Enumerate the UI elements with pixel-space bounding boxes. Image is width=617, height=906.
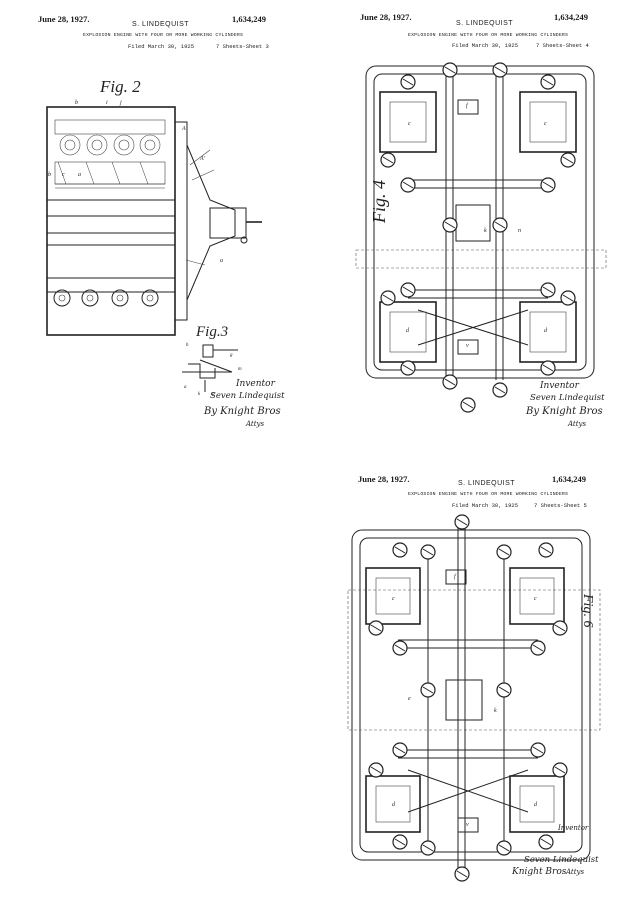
sheet3-attys: Attys	[245, 420, 265, 428]
sheet3-inventor: S. LINDEQUIST	[132, 21, 190, 28]
svg-text:v: v	[466, 822, 469, 828]
patent-sheet-4: June 28, 1927. S. LINDEQUIST 1,634,249 E…	[308, 0, 617, 450]
patent-sheet-3: June 28, 1927. S. LINDEQUIST 1,634,249 E…	[0, 0, 308, 450]
svg-text:d: d	[392, 802, 396, 808]
sheet4-signature: Seven Lindequist	[530, 393, 605, 403]
fig6-label: Fig. 6	[580, 593, 595, 627]
patent-sheet-5: June 28, 1927. S. LINDEQUIST 1,634,249 E…	[308, 450, 617, 906]
sheet5-patent-number: 1,634,249	[552, 474, 586, 484]
svg-text:e: e	[408, 696, 411, 702]
svg-text:g: g	[230, 353, 233, 358]
svg-text:a: a	[220, 258, 223, 264]
svg-text:v: v	[466, 343, 469, 349]
sheet5-signature: Seven Lindequist	[524, 855, 599, 865]
svg-text:c: c	[392, 596, 395, 602]
svg-text:a: a	[184, 385, 187, 390]
svg-text:b: b	[48, 172, 51, 178]
sheet3-signature: Seven Lindequist	[210, 391, 285, 401]
sheet5-sheet-count: 7 Sheets-Sheet 5	[534, 502, 587, 509]
svg-text:m: m	[238, 367, 242, 372]
sheet4-inventor: S. LINDEQUIST	[456, 20, 514, 27]
svg-text:d: d	[406, 328, 410, 334]
svg-text:A': A'	[199, 156, 206, 162]
svg-text:c: c	[62, 172, 65, 178]
svg-text:c: c	[544, 121, 547, 127]
sheet3-patent-number: 1,634,249	[232, 14, 266, 24]
svg-text:p: p	[211, 392, 215, 397]
sheet4-patent-number: 1,634,249	[554, 12, 588, 22]
sheet4-title: EXPLOSION ENGINE WITH FOUR OR MORE WORKI…	[408, 33, 569, 38]
sheet5-date: June 28, 1927.	[358, 474, 410, 484]
sheet4-attorney: By Knight Bros	[525, 406, 603, 417]
sheet3-filed: Filed March 30, 1925	[128, 43, 195, 50]
fig2-label: Fig. 2	[99, 77, 141, 96]
svg-text:k: k	[198, 392, 201, 397]
svg-text:a: a	[78, 172, 81, 178]
sheet3-inventor-heading: Inventor	[235, 379, 276, 389]
sheet5-attys: Attys	[565, 868, 585, 876]
sheet5-attorney: Knight Bros	[511, 867, 567, 877]
svg-text:k: k	[484, 228, 487, 234]
svg-text:j: j	[119, 100, 122, 106]
svg-text:n: n	[518, 228, 521, 234]
sheet4-sheet-count: 7 Sheets-Sheet 4	[536, 42, 589, 49]
sheet5-filed: Filed March 30, 1925	[452, 502, 519, 509]
fig3-label: Fig.3	[195, 324, 228, 340]
sheet4-date: June 28, 1927.	[360, 12, 412, 22]
svg-text:A: A	[181, 126, 186, 132]
svg-text:f: f	[454, 573, 457, 580]
sheet5-inventor: S. LINDEQUIST	[458, 480, 516, 487]
svg-text:k: k	[494, 708, 497, 714]
fig2-drawing: Fig. 2	[46, 77, 285, 428]
sheet3-date: June 28, 1927.	[38, 14, 90, 24]
svg-text:d: d	[544, 328, 548, 334]
svg-text:f: f	[466, 102, 469, 109]
sheet4-attys: Attys	[567, 420, 587, 428]
sheet4-filed: Filed March 30, 1925	[452, 42, 519, 49]
fig4-drawing: Fig. 4 c c d d f	[355, 62, 607, 428]
sheet3-attorney: By Knight Bros	[203, 406, 281, 417]
svg-text:c: c	[534, 596, 537, 602]
fig4-label: Fig. 4	[369, 180, 389, 224]
svg-text:b: b	[75, 100, 78, 106]
svg-text:i: i	[106, 100, 108, 106]
svg-text:h: h	[186, 343, 189, 348]
sheet3-title: EXPLOSION ENGINE WITH FOUR OR MORE WORKI…	[83, 33, 244, 38]
sheet4-inventor-heading: Inventor	[539, 381, 580, 391]
svg-text:c: c	[408, 121, 411, 127]
sheet3-sheet-count: 7 Sheets-Sheet 3	[216, 43, 269, 50]
sheet5-inventor-heading: Inventor	[557, 824, 589, 832]
sheet5-title: EXPLOSION ENGINE WITH FOUR OR MORE WORKI…	[408, 492, 569, 497]
svg-text:d: d	[534, 802, 538, 808]
